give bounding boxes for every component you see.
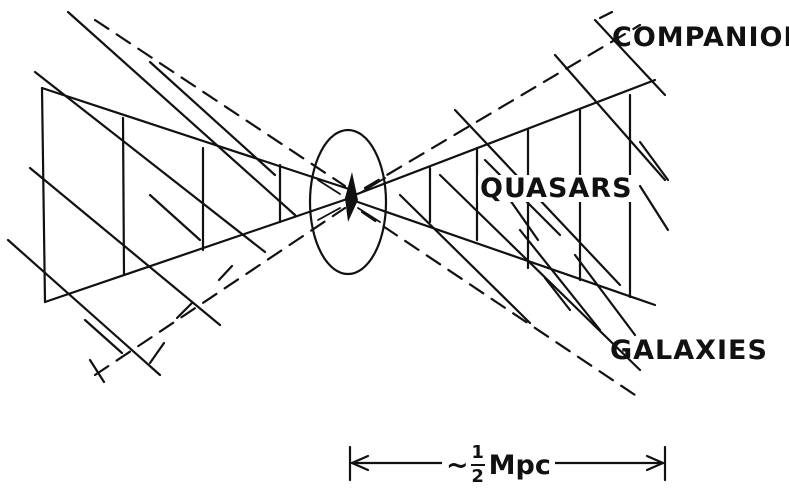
fraction-bar <box>470 464 485 466</box>
right-dashed-upper-edge <box>363 23 642 190</box>
nucleus-mark <box>345 172 358 222</box>
left-dashed-lower-edge <box>93 206 347 377</box>
left-cone-upper-edge <box>40 86 354 192</box>
right-cone-lower-edge <box>350 198 657 307</box>
right-cone-hatching <box>398 10 670 372</box>
scale-unit: Mpc <box>488 449 551 481</box>
scale-bar <box>348 445 667 482</box>
companion-label: COMPANION <box>612 22 789 53</box>
scale-numerator: 1 <box>471 442 484 463</box>
left-cone-hatching <box>6 10 297 384</box>
quasars-label: QUASARS <box>478 173 635 204</box>
right-dashed-lower-edge <box>360 210 637 397</box>
scale-tilde: ~ <box>446 449 469 481</box>
left-cone-lower-edge <box>43 196 352 304</box>
scale-denominator: 2 <box>471 466 484 487</box>
galaxies-label: GALAXIES <box>610 335 768 366</box>
left-dashed-upper-edge <box>93 18 347 188</box>
left-cone-verticals <box>40 86 282 304</box>
central-galaxy-ellipse <box>308 128 388 276</box>
scale-bar-label: ~ 1 2 Mpc <box>442 440 555 490</box>
right-cone-upper-edge <box>350 78 657 198</box>
scale-fraction: 1 2 <box>470 442 485 487</box>
